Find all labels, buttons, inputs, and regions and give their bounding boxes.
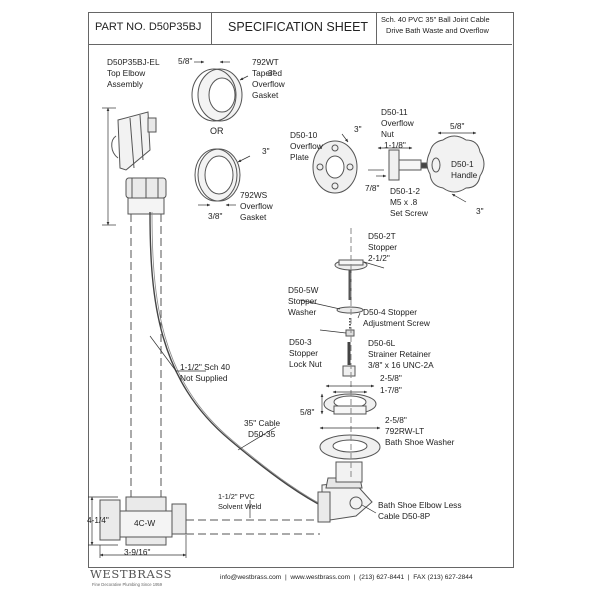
label-792wt-line4: Gasket xyxy=(252,90,279,100)
overflow-pipe xyxy=(130,214,162,500)
gasket-792ws xyxy=(194,148,241,202)
label-or: OR xyxy=(210,126,224,136)
dim-gasket-792ws-dia: 3" xyxy=(262,146,270,156)
sheet-border xyxy=(88,12,514,568)
label-overflow-nut-line3: Nut xyxy=(381,129,394,139)
dim-handle-dia: 3" xyxy=(476,206,484,216)
sheet-title: SPECIFICATION SHEET xyxy=(228,20,369,34)
brand-tagline: Fine Decorative Plumbing Since 1959 xyxy=(92,582,163,587)
dim-overflow-nut-len: 1-1/8" xyxy=(384,140,406,150)
dim-gasket-5-8: 5/8" xyxy=(178,56,193,66)
label-792wt-line2: Tapered xyxy=(252,68,282,78)
bath-shoe-elbow xyxy=(317,477,373,523)
label-cable-line1: 35" Cable xyxy=(244,418,281,428)
dim-handle-5-8: 5/8" xyxy=(450,121,465,131)
label-pipe-sch40-line2: Not Supplied xyxy=(180,373,228,383)
label-set-screw-code: D50-1-2 xyxy=(390,186,420,196)
label-stopper-line2: Stopper xyxy=(368,242,398,252)
label-bath-shoe-washer-line2: Bath Shoe Washer xyxy=(385,437,455,447)
label-stopper-code: D50-2T xyxy=(368,231,396,241)
label-set-screw-line2: M5 x .8 xyxy=(390,197,418,207)
label-handle-code: D50-1 xyxy=(451,159,474,169)
label-strainer-retainer-line3: 3/8" x 16 UNC-2A xyxy=(368,360,434,370)
label-pvc-weld-line1: 1-1/2" PVC xyxy=(218,492,255,501)
dim-strainer-1-7-8: 1-7/8" xyxy=(380,385,402,395)
label-strainer-retainer-line2: Strainer Retainer xyxy=(368,349,431,359)
strainer-retainer-d50-6l xyxy=(342,342,356,377)
label-lock-nut-code: D50-3 xyxy=(289,337,312,347)
label-lock-nut-line3: Lock Nut xyxy=(289,359,322,369)
sheet-description-line1: Sch. 40 PVC 35" Ball Joint Cable xyxy=(381,15,490,24)
overflow-nut-d50-11 xyxy=(388,149,422,181)
dim-overflow-plate-dia: 3" xyxy=(354,124,362,134)
cable-d50-35 xyxy=(149,211,331,511)
stopper-washer-d50-5w xyxy=(336,306,364,314)
label-top-elbow-line2: Top Elbow xyxy=(107,68,146,78)
bath-shoe-washer-792rw-lt xyxy=(319,434,381,460)
dim-gasket-792ws-width: 3/8" xyxy=(208,211,223,221)
header-divider-right xyxy=(376,12,377,44)
brand-logo: WESTBRASS xyxy=(90,567,173,581)
part-number-value: D50P35BJ xyxy=(148,21,202,33)
strainer-body xyxy=(323,393,377,415)
label-792wt-line3: Overflow xyxy=(252,79,285,89)
gasket-792wt xyxy=(191,68,243,122)
dim-washer-2-5-8: 2-5/8" xyxy=(385,415,407,425)
label-overflow-nut-code: D50-11 xyxy=(381,107,408,117)
dim-overflow-nut-7-8: 7/8" xyxy=(365,183,380,193)
label-strainer-retainer-code: D50-6L xyxy=(368,338,396,348)
label-792ws-code: 792WS xyxy=(240,190,268,200)
label-adjust-screw-line2: Adjustment Screw xyxy=(363,318,430,328)
header-divider-left xyxy=(211,12,212,44)
label-bath-shoe-elbow-line2: Cable D50-8P xyxy=(378,511,431,521)
header-bar xyxy=(88,12,512,45)
label-stopper-line3: 2-1/2" xyxy=(368,253,390,263)
part-number-label: PART NO. xyxy=(95,21,146,33)
dim-strainer-2-5-8: 2-5/8" xyxy=(380,373,402,383)
dim-strainer-5-8: 5/8" xyxy=(300,407,315,417)
label-overflow-nut-line2: Overflow xyxy=(381,118,414,128)
label-792ws-line3: Gasket xyxy=(240,212,267,222)
label-set-screw-line3: Set Screw xyxy=(390,208,428,218)
label-stopper-washer-line2: Stopper xyxy=(288,296,318,306)
label-pvc-weld-line2: Solvent Weld xyxy=(218,502,262,511)
lock-nut-d50-3 xyxy=(345,329,355,337)
dim-gasket-792wt-dia: 3" xyxy=(268,68,276,78)
label-792ws-line2: Overflow xyxy=(240,201,273,211)
label-overflow-plate-code: D50-10 xyxy=(290,130,318,140)
dim-tee-height: 4-1/4" xyxy=(87,515,109,525)
overflow-plate-d50-10 xyxy=(312,140,358,194)
top-elbow-assembly xyxy=(111,111,167,215)
part-number: PART NO. D50P35BJ xyxy=(95,21,201,33)
label-bath-shoe-elbow-line1: Bath Shoe Elbow Less xyxy=(378,500,462,510)
label-overflow-plate-line2: Overflow xyxy=(290,141,323,151)
label-adjust-screw-line1: D50-4 Stopper xyxy=(363,307,417,317)
handle-d50-1 xyxy=(426,135,485,193)
label-792wt-code: 792WT xyxy=(252,57,279,67)
label-lock-nut-line2: Stopper xyxy=(289,348,319,358)
label-handle-line2: Handle xyxy=(451,170,478,180)
footer-contact: info@westbrass.com | www.westbrass.com |… xyxy=(220,574,473,581)
sheet-description-line2: Drive Bath Waste and Overflow xyxy=(386,26,489,35)
label-tee-4c-w: 4C-W xyxy=(134,518,156,528)
label-cable-line2: D50-35 xyxy=(248,429,276,439)
label-stopper-washer-line3: Washer xyxy=(288,307,317,317)
label-bath-shoe-washer-code: 792RW-LT xyxy=(385,426,425,436)
label-top-elbow-line3: Assembly xyxy=(107,79,143,89)
tee-4c-w xyxy=(99,496,320,546)
dim-tee-width: 3-9/16" xyxy=(124,547,151,557)
label-top-elbow-code: D50P35BJ-EL xyxy=(107,57,160,67)
label-overflow-plate-line3: Plate xyxy=(290,152,309,162)
label-pipe-sch40-line1: 1-1/2" Sch 40 xyxy=(180,362,230,372)
label-stopper-washer-code: D50-5W xyxy=(288,285,319,295)
